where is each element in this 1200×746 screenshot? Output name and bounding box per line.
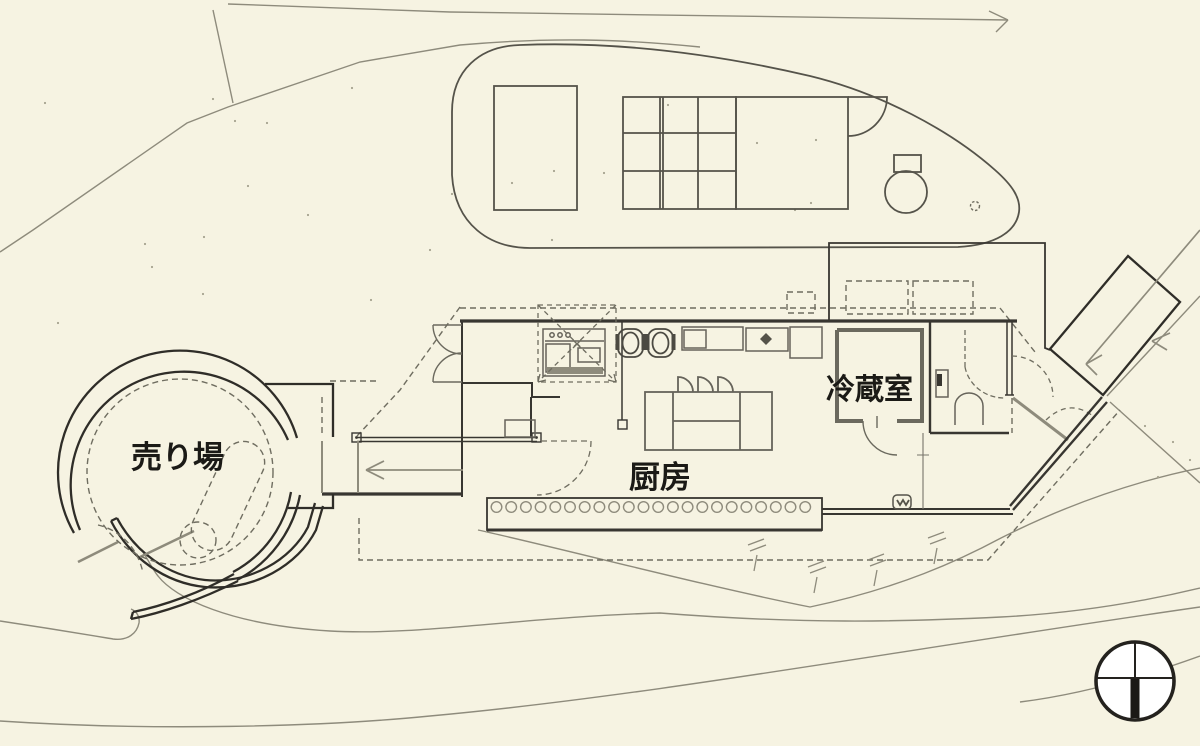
entry-arrows bbox=[1085, 229, 1200, 376]
room-labels: 売り場 厨房 冷蔵室 bbox=[131, 372, 913, 496]
island-scallops bbox=[677, 376, 734, 393]
south-wall-east bbox=[822, 508, 1013, 515]
contour-upper-left bbox=[0, 39, 701, 253]
cold-room bbox=[835, 328, 924, 456]
label-sales-floor: 売り場 bbox=[131, 440, 224, 476]
main-building bbox=[432, 304, 1108, 532]
corridor-glazing bbox=[321, 441, 359, 493]
faucet-diamond bbox=[760, 333, 772, 345]
contour-under-band bbox=[477, 467, 1200, 608]
annex-large-room bbox=[735, 96, 849, 210]
kettle-1 bbox=[615, 328, 646, 358]
corridor-top-wall bbox=[357, 436, 537, 443]
pipe-line bbox=[917, 433, 929, 509]
ramp-outline bbox=[1048, 254, 1182, 397]
entrance-swing-dashed bbox=[1011, 355, 1094, 421]
drain-box bbox=[892, 494, 912, 510]
north-counters bbox=[681, 326, 823, 359]
double-door-west bbox=[432, 324, 463, 383]
corridor-post-left bbox=[351, 432, 362, 443]
contour-ramp-side bbox=[1106, 295, 1200, 484]
entrance-door-leaf bbox=[1012, 396, 1069, 442]
compass-north-bar bbox=[1130, 679, 1140, 718]
upper-annex bbox=[451, 43, 1021, 249]
site-contours bbox=[0, 3, 1200, 728]
bathroom bbox=[928, 321, 1014, 435]
contour-mid-sweep bbox=[142, 551, 1200, 633]
contour-bottom bbox=[0, 606, 1200, 728]
colonnade-circles bbox=[490, 501, 812, 514]
corridor-door-dashed bbox=[536, 440, 592, 496]
rotunda-doors bbox=[77, 529, 195, 564]
rotunda-walls bbox=[56, 349, 335, 621]
contour-spur bbox=[212, 9, 234, 104]
range-stove bbox=[542, 328, 606, 377]
annex-sink-fixture bbox=[884, 154, 928, 214]
floor-drain-glyph bbox=[969, 200, 981, 212]
annex-door-swing bbox=[847, 96, 888, 137]
label-kitchen: 厨房 bbox=[629, 460, 691, 496]
cold-room-door bbox=[862, 416, 898, 456]
corridor-arrow bbox=[365, 460, 463, 480]
hood-dashed bbox=[537, 304, 617, 383]
roof-north-dash bbox=[460, 307, 1036, 353]
skylight-dash-3 bbox=[786, 291, 816, 314]
column bbox=[617, 419, 628, 430]
label-cold-room: 冷蔵室 bbox=[826, 372, 913, 406]
entry-swing-dashed bbox=[97, 524, 144, 574]
se-wall bbox=[1009, 396, 1108, 511]
east-entrance bbox=[1009, 355, 1108, 511]
annex-room-rect bbox=[493, 85, 578, 211]
contour-spiral-hook bbox=[0, 608, 140, 640]
north-wing bbox=[828, 242, 1051, 351]
toilet bbox=[935, 369, 984, 425]
corridor-closet bbox=[504, 419, 536, 438]
stipple-dots bbox=[43, 86, 1192, 479]
inner-curl bbox=[109, 502, 325, 589]
skylight-dash-2 bbox=[912, 280, 974, 315]
annex-table-grid bbox=[622, 96, 737, 210]
colonnade-band bbox=[486, 497, 823, 532]
canopy-south-dash bbox=[358, 409, 1121, 561]
contour-arrowhead-top bbox=[988, 10, 1009, 33]
arrow-on-path bbox=[1151, 332, 1171, 351]
entry-ramp bbox=[1048, 229, 1200, 397]
west-room bbox=[432, 324, 560, 437]
shop-rotunda bbox=[56, 349, 335, 621]
bathroom-door-dashed bbox=[964, 330, 1005, 399]
kitchen-island bbox=[644, 376, 773, 451]
kettle-2 bbox=[645, 328, 676, 358]
contour-top-edge bbox=[227, 3, 1009, 21]
kettle-pots bbox=[615, 328, 676, 358]
display-ring-dashed bbox=[86, 378, 274, 566]
junction-stub-north bbox=[265, 382, 335, 437]
skylight-dash-1 bbox=[845, 280, 909, 315]
east-double-wall bbox=[1005, 321, 1014, 396]
junction-stub-south bbox=[288, 494, 335, 510]
display-table-dashed bbox=[179, 521, 217, 559]
arrow-into-entrance bbox=[1085, 229, 1200, 376]
compass-cross bbox=[1097, 643, 1173, 679]
canopy-west-dash bbox=[321, 306, 461, 437]
annex-outline bbox=[451, 43, 1021, 249]
roof-dashed-outlines bbox=[321, 280, 1121, 561]
corridor bbox=[321, 419, 592, 496]
slope-marks bbox=[747, 531, 947, 594]
north-compass bbox=[1094, 640, 1176, 722]
